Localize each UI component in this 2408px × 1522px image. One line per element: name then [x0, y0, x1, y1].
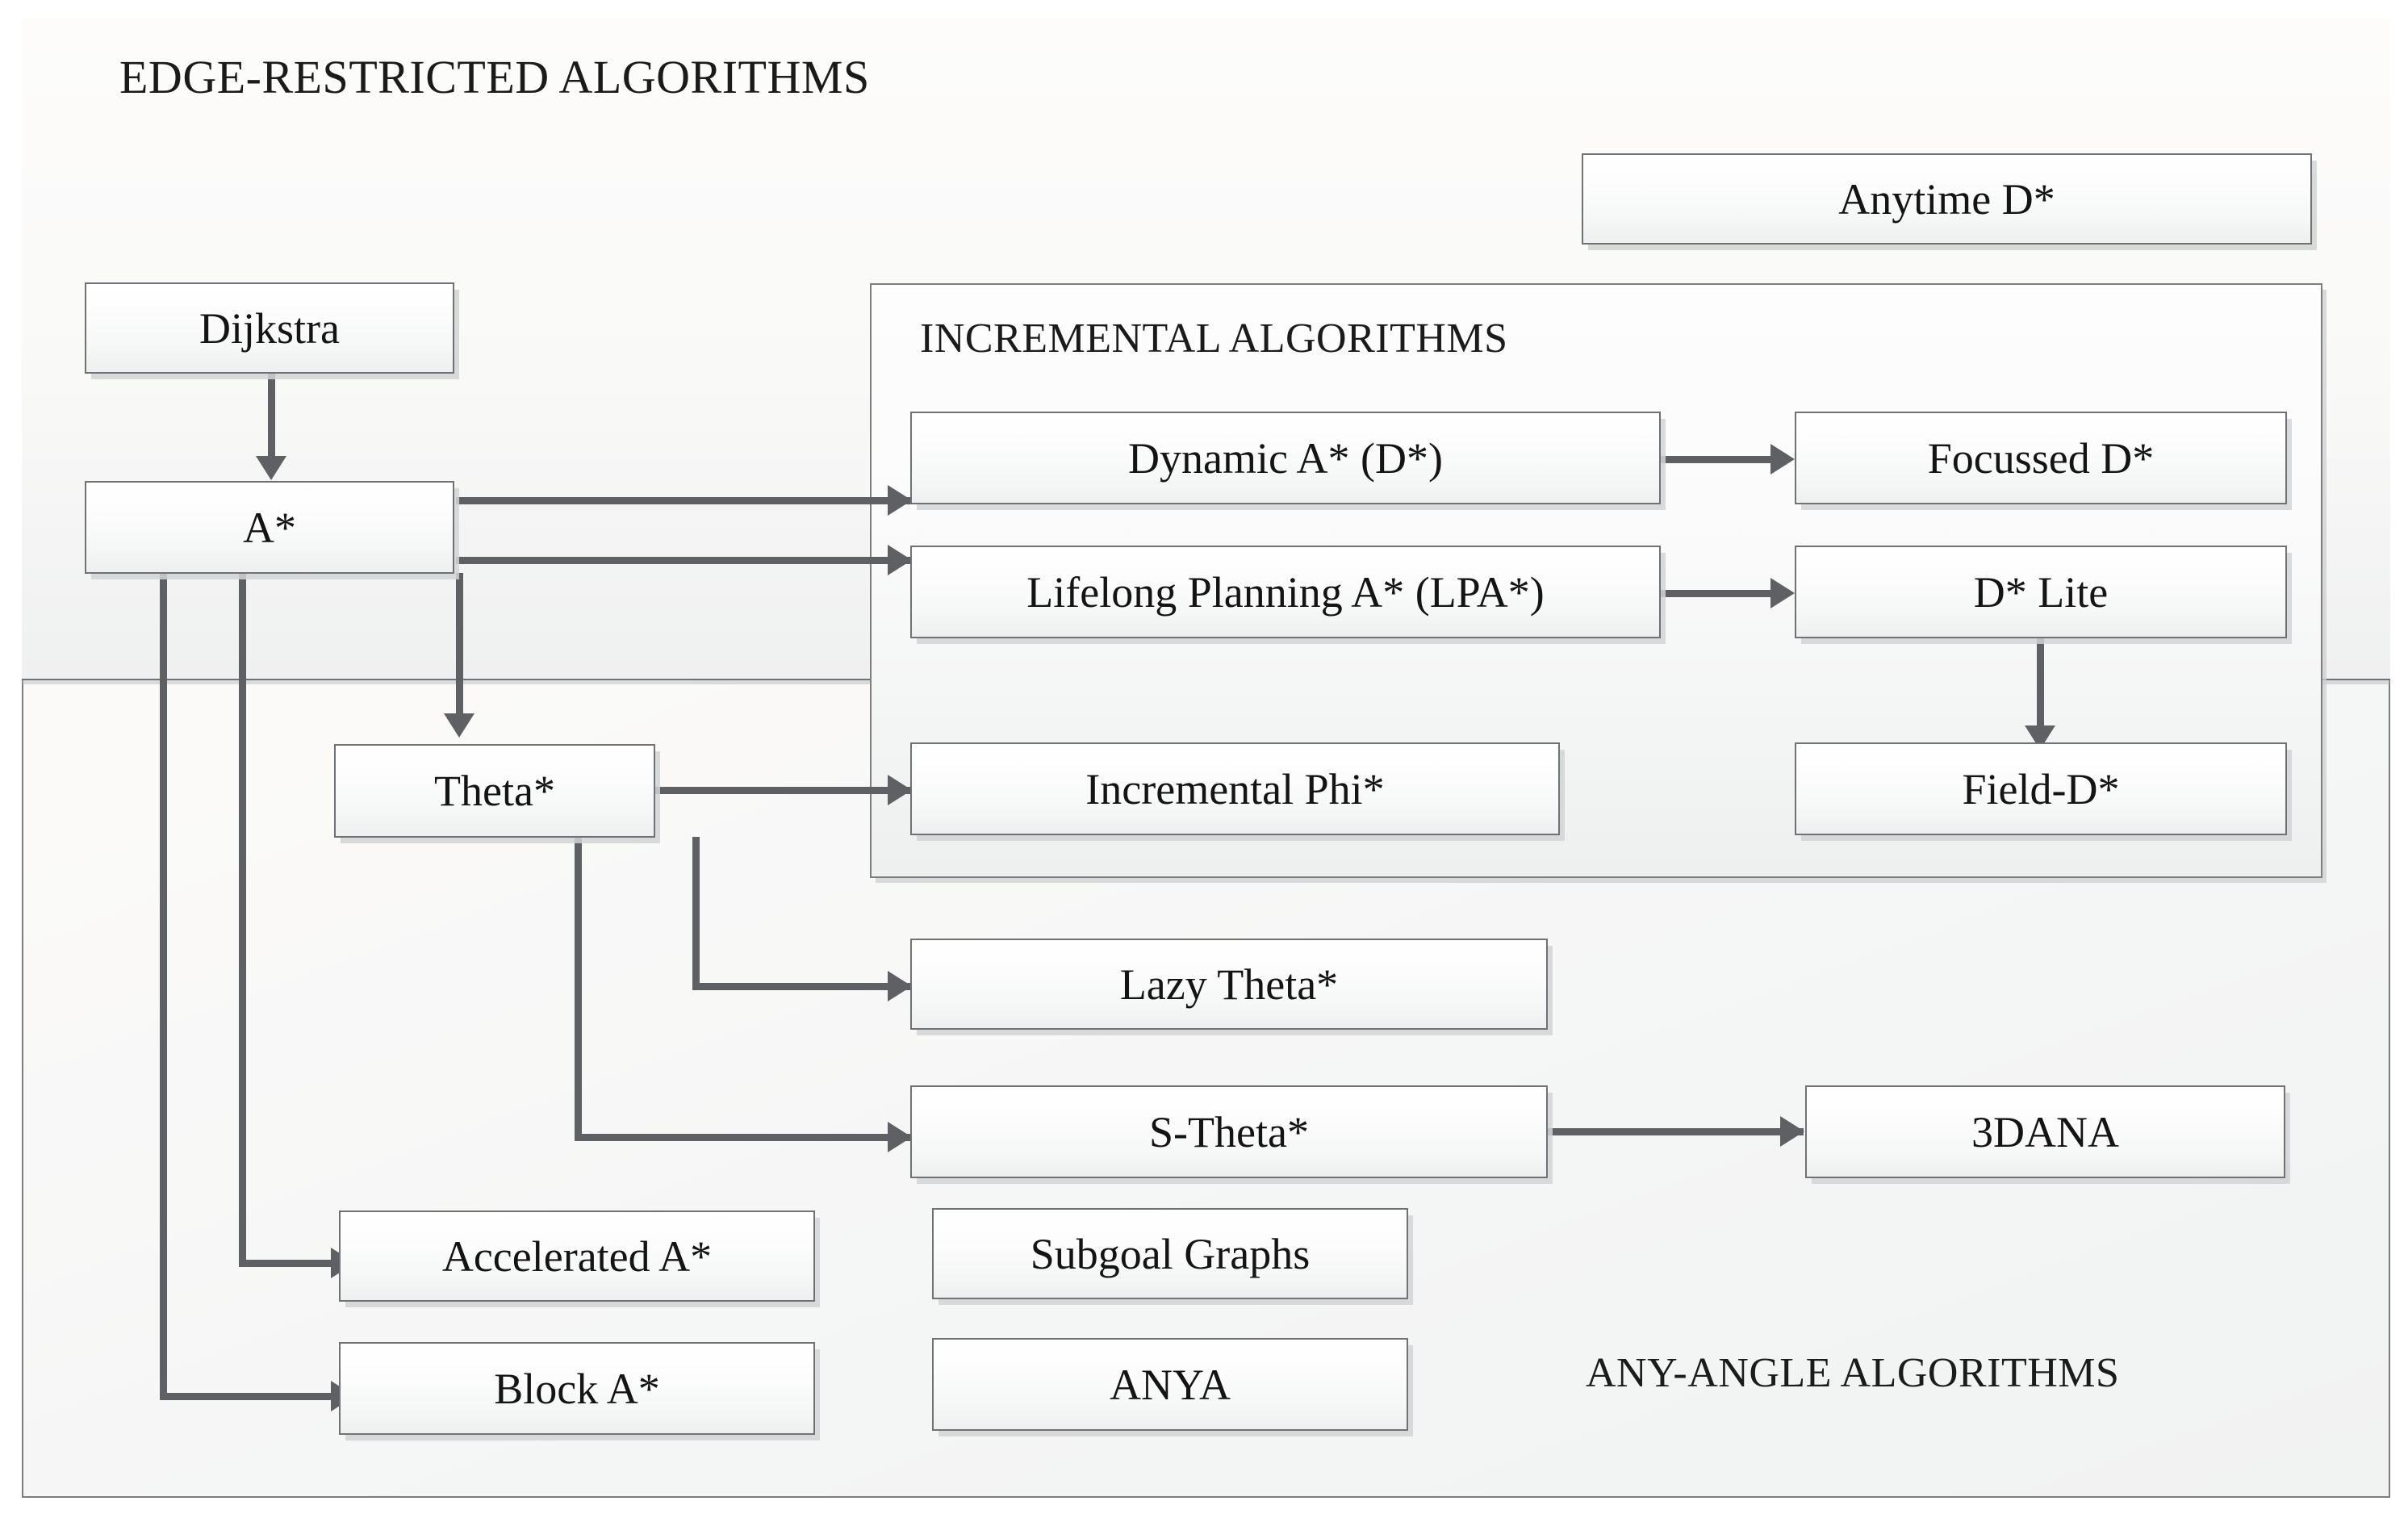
node-label: Anytime D* — [1838, 174, 2055, 224]
connector-astar-to-theta — [456, 573, 463, 714]
connector-astar-to-block-vertical — [160, 573, 167, 1400]
node-label: 3DANA — [1971, 1107, 2119, 1156]
node-dijkstra[interactable]: Dijkstra — [85, 282, 454, 374]
node-dynamic-a-star[interactable]: Dynamic A* (D*) — [910, 412, 1661, 504]
node-label: Field-D* — [1962, 764, 2120, 813]
node-a-star[interactable]: A* — [85, 481, 454, 574]
arrowhead-lpa-to-dlite — [1770, 578, 1795, 608]
node-label: Lifelong Planning A* (LPA*) — [1026, 567, 1545, 617]
node-field-d[interactable]: Field-D* — [1795, 742, 2287, 835]
connector-theta-to-stheta-horizontal — [575, 1134, 916, 1141]
node-theta[interactable]: Theta* — [334, 744, 655, 838]
arrowhead-astar-to-theta — [444, 713, 474, 738]
arrowhead-dijkstra-to-astar — [256, 456, 286, 480]
node-label: Subgoal Graphs — [1030, 1229, 1311, 1278]
connector-dijkstra-to-astar — [268, 374, 275, 458]
node-label: ANYA — [1109, 1360, 1231, 1409]
node-label: D* Lite — [1973, 567, 2109, 617]
arrowhead-theta-to-lazy — [888, 971, 912, 1001]
connector-astar-to-lpa — [456, 557, 916, 564]
node-label: Dijkstra — [199, 303, 340, 353]
node-incremental-phi[interactable]: Incremental Phi* — [910, 742, 1560, 835]
connector-theta-to-incremental-phi — [654, 787, 916, 794]
arrowhead-stheta-to-3dana — [1780, 1116, 1804, 1147]
node-focussed-d[interactable]: Focussed D* — [1795, 412, 2287, 504]
any-angle-title: ANY-ANGLE ALGORITHMS — [1586, 1350, 2120, 1396]
arrowhead-astar-to-lpa — [888, 545, 912, 575]
node-label: Accelerated A* — [441, 1231, 713, 1281]
connector-stheta-to-3dana — [1537, 1128, 1804, 1135]
arrowhead-theta-to-stheta — [888, 1122, 912, 1152]
arrowhead-astar-to-dynamic-a — [888, 485, 912, 516]
arrowhead-theta-to-incremental-phi — [888, 775, 912, 805]
node-anytime-d[interactable]: Anytime D* — [1582, 153, 2312, 245]
incremental-algorithms-title: INCREMENTAL ALGORITHMS — [920, 316, 1508, 362]
connector-astar-to-block-horizontal — [160, 1393, 336, 1400]
node-accelerated-a-star[interactable]: Accelerated A* — [339, 1210, 815, 1302]
node-3dana[interactable]: 3DANA — [1805, 1085, 2285, 1178]
node-s-theta[interactable]: S-Theta* — [910, 1085, 1548, 1178]
node-lifelong-planning-a-star[interactable]: Lifelong Planning A* (LPA*) — [910, 546, 1661, 638]
node-label: Incremental Phi* — [1085, 764, 1385, 813]
node-lazy-theta[interactable]: Lazy Theta* — [910, 939, 1548, 1030]
node-label: Lazy Theta* — [1119, 960, 1339, 1009]
node-d-star-lite[interactable]: D* Lite — [1795, 546, 2287, 638]
connector-astar-to-accelerated-vertical — [239, 573, 246, 1267]
connector-theta-to-lazy-horizontal — [692, 983, 916, 990]
node-label: S-Theta* — [1149, 1107, 1309, 1156]
node-label: Theta* — [434, 767, 555, 815]
node-subgoal-graphs[interactable]: Subgoal Graphs — [932, 1208, 1408, 1299]
connector-theta-to-stheta-vertical — [575, 837, 582, 1141]
node-label: A* — [243, 503, 296, 552]
node-label: Block A* — [494, 1364, 660, 1413]
arrowhead-dynamic-a-to-focussed-d — [1770, 444, 1795, 475]
connector-theta-to-lazy-vertical — [692, 837, 700, 990]
node-anya[interactable]: ANYA — [932, 1338, 1408, 1431]
connector-astar-to-dynamic-a — [456, 497, 916, 504]
node-block-a-star[interactable]: Block A* — [339, 1342, 815, 1435]
connector-dlite-to-fieldd — [2037, 636, 2044, 727]
edge-restricted-title: EDGE-RESTRICTED ALGORITHMS — [119, 51, 870, 103]
connector-astar-to-accelerated-horizontal — [239, 1260, 336, 1267]
node-label: Dynamic A* (D*) — [1128, 433, 1443, 483]
node-label: Focussed D* — [1927, 433, 2155, 483]
